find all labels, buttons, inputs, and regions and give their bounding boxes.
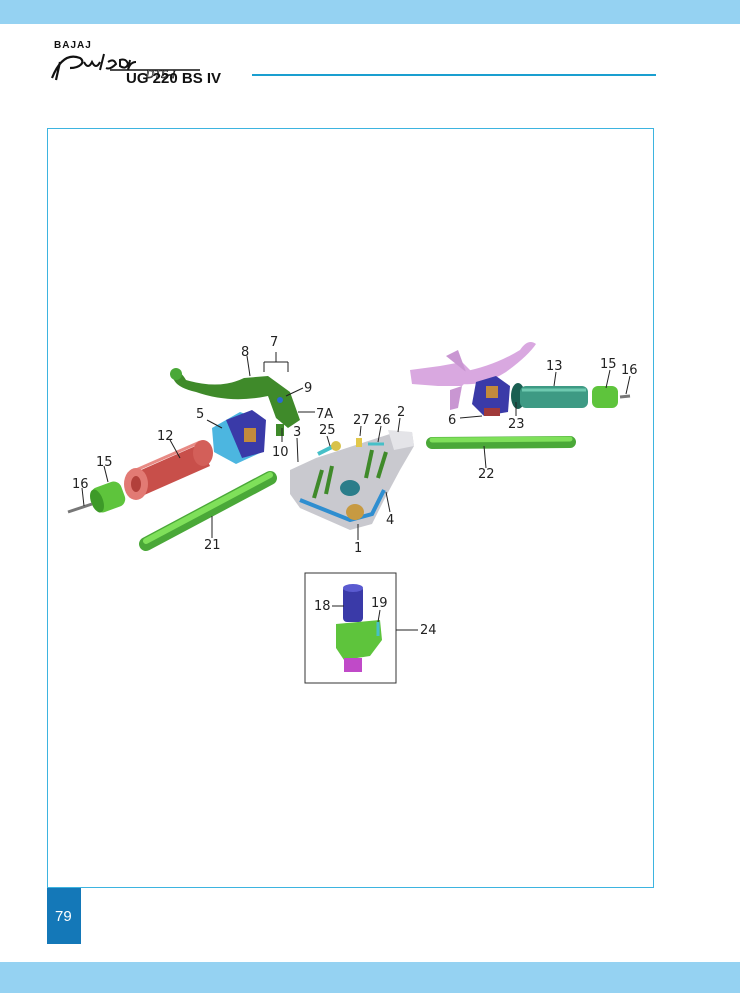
brake-master-cylinder — [410, 342, 536, 410]
header-rule — [252, 74, 656, 76]
model-title: UG 220 BS IV — [126, 70, 222, 87]
svg-text:DTS-i: DTS-i — [146, 68, 175, 81]
label-part-9: 9 — [304, 381, 312, 396]
left-bar-end — [67, 481, 126, 514]
label-part-13: 13 — [546, 359, 563, 374]
label-part-24: 24 — [420, 623, 437, 638]
label-part-7a: 7A — [316, 407, 333, 422]
label-part-16-left: 16 — [72, 477, 89, 492]
clutch-lever — [170, 368, 300, 436]
label-part-6: 6 — [448, 413, 456, 428]
small-bolt-25 — [317, 441, 341, 456]
handlebar-holder-bracket — [290, 430, 414, 530]
label-part-8: 8 — [241, 345, 249, 360]
label-part-12: 12 — [157, 429, 174, 444]
diagram-frame — [47, 128, 654, 888]
label-part-22: 22 — [478, 467, 495, 482]
label-part-1: 1 — [354, 541, 362, 556]
label-part-2: 2 — [397, 405, 405, 420]
label-part-25: 25 — [319, 423, 336, 438]
label-part-16-right: 16 — [621, 363, 638, 378]
bottom-band — [0, 962, 740, 993]
label-part-21: 21 — [204, 538, 221, 553]
label-part-5: 5 — [196, 407, 204, 422]
label-part-15-left: 15 — [96, 455, 113, 470]
label-part-27: 27 — [353, 413, 370, 428]
left-grip — [124, 440, 213, 500]
label-part-10: 10 — [272, 445, 289, 460]
label-part-26: 26 — [374, 413, 391, 428]
inset-switch-assembly — [336, 584, 382, 672]
brand-block: BAJAJ DTS-i UG 220 BS IV — [50, 38, 250, 98]
label-part-18: 18 — [314, 599, 331, 614]
top-band — [0, 0, 740, 24]
label-part-7: 7 — [270, 335, 278, 350]
label-part-3: 3 — [293, 425, 301, 440]
leader-lines — [81, 352, 631, 631]
pulsar-logo: DTS-i — [50, 53, 200, 81]
label-part-23: 23 — [508, 417, 525, 432]
throttle-grip — [511, 383, 588, 409]
page-number: 79 — [47, 888, 81, 944]
brand-maker: BAJAJ — [54, 40, 92, 51]
right-bar-end — [592, 386, 631, 408]
handlebar-rod-left — [139, 471, 277, 551]
left-switch-assembly — [212, 410, 266, 464]
right-switch-assembly — [472, 376, 510, 416]
label-part-4: 4 — [386, 513, 394, 528]
handlebar-rod-right — [426, 436, 576, 449]
label-part-19: 19 — [371, 596, 388, 611]
small-parts-26-27 — [356, 438, 384, 447]
inset-box — [304, 572, 397, 684]
label-part-15-right: 15 — [600, 357, 617, 372]
